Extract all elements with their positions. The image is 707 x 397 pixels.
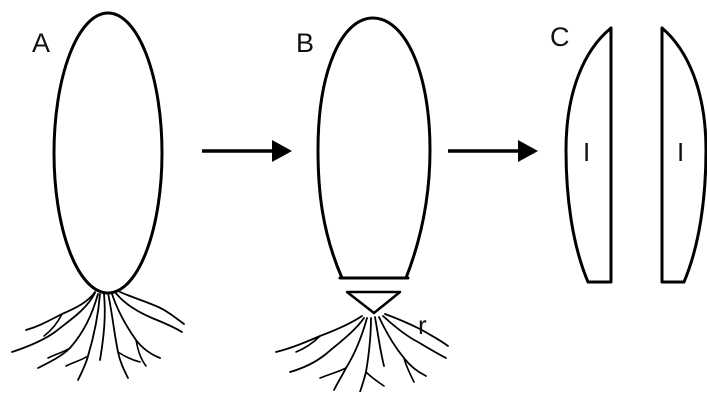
- panel-a-label: A: [32, 30, 50, 57]
- panel-b-label: B: [296, 30, 314, 57]
- basal-plate-cone: [347, 292, 400, 313]
- roots-a: [12, 291, 184, 380]
- arrow-a-to-b: [202, 140, 292, 162]
- arrow-b-to-c: [448, 140, 538, 162]
- panel-c-label: C: [550, 24, 570, 51]
- left-half-mark: I: [583, 139, 590, 165]
- root-plate-label: r: [418, 312, 427, 338]
- panel-a: [12, 13, 184, 380]
- bulb-outline-a: [54, 13, 162, 293]
- bulb-outline-b: [318, 18, 430, 278]
- right-half-mark: I: [677, 139, 684, 165]
